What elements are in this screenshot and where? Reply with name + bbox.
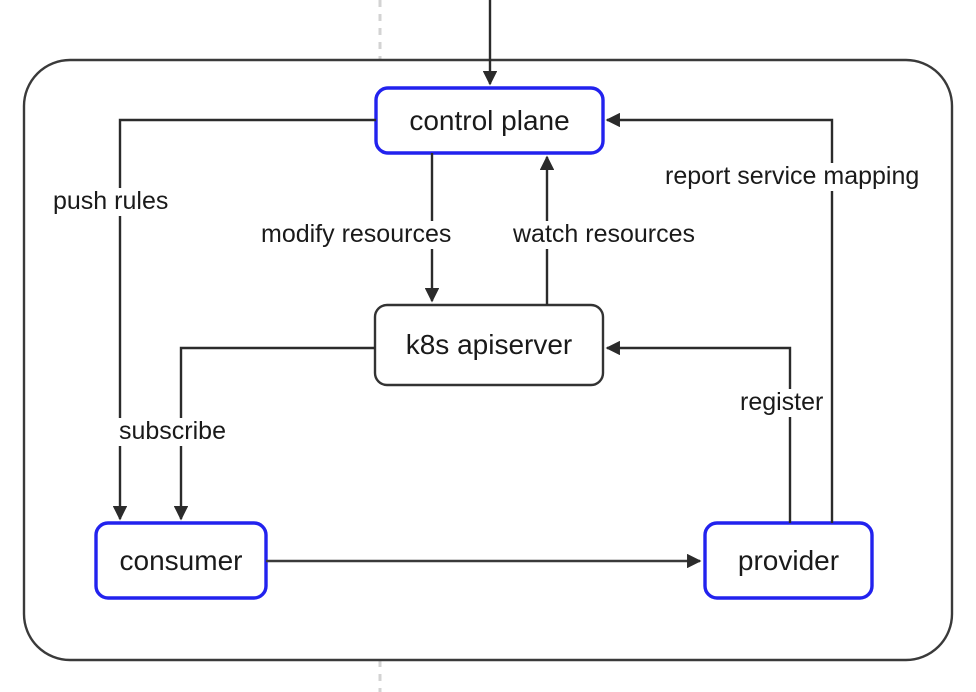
node-box-consumer[interactable] bbox=[94, 521, 268, 600]
cluster-boundary bbox=[22, 58, 954, 662]
edge-label-modify-resources: modify resources bbox=[258, 220, 455, 249]
node-box-provider[interactable] bbox=[703, 521, 874, 600]
edge-label-report-service-mapping: report service mapping bbox=[662, 162, 923, 191]
edge-label-register: register bbox=[737, 388, 827, 417]
edge-register bbox=[605, 340, 792, 523]
node-box-control-plane[interactable] bbox=[374, 86, 605, 155]
edge-subscribe bbox=[173, 346, 375, 521]
edge-label-watch-resources: watch resources bbox=[510, 220, 699, 249]
edge-label-subscribe: subscribe bbox=[116, 417, 229, 446]
edge-report-service-mapping bbox=[605, 112, 834, 523]
edge-label-push-rules: push rules bbox=[50, 187, 172, 216]
node-box-k8s-apiserver[interactable] bbox=[373, 303, 605, 387]
edge-push-rules bbox=[112, 118, 376, 521]
